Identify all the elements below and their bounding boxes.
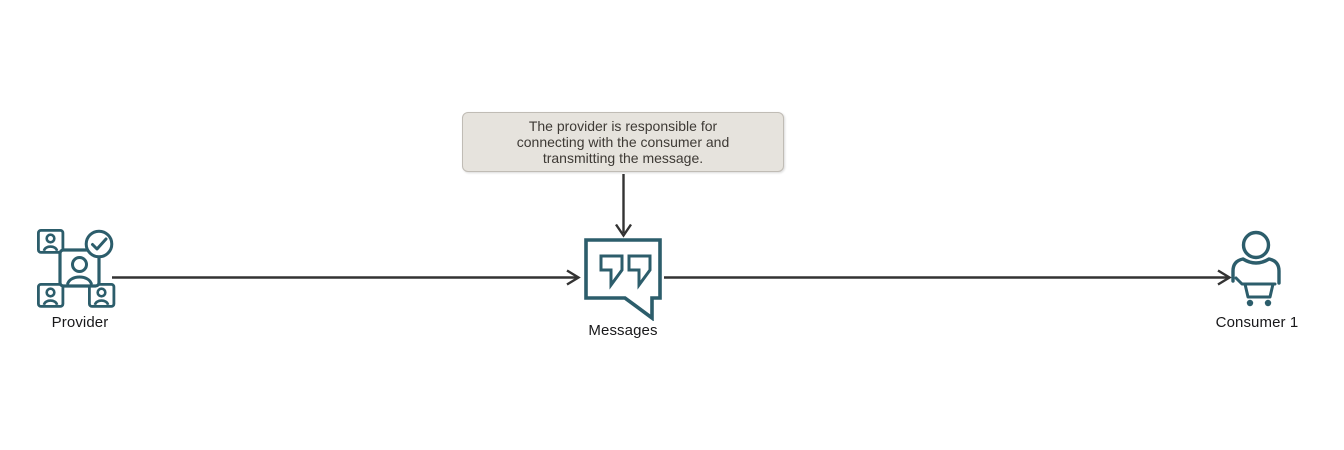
arrow-callout-to-messages — [615, 174, 632, 238]
quote-mark-icon — [599, 254, 624, 290]
consumer-icon — [1231, 230, 1281, 307]
messages-icon — [584, 238, 662, 321]
callout-text-line: transmitting the message. — [542, 150, 704, 166]
callout-note: The provider is responsible for connecti… — [462, 112, 784, 172]
quote-mark-icon — [627, 254, 652, 290]
check-circle-icon — [84, 229, 114, 259]
consumer-label: Consumer 1 — [1215, 314, 1299, 331]
callout-text-line: The provider is responsible for — [528, 118, 718, 134]
member-badge-icon — [37, 228, 65, 254]
messages-label: Messages — [588, 322, 658, 339]
shopping-cart-icon — [1234, 276, 1277, 307]
provider-icon — [37, 228, 116, 308]
arrow-provider-to-messages — [112, 269, 581, 286]
person-icon — [1231, 230, 1281, 285]
provider-label: Provider — [51, 314, 109, 331]
member-badge-icon — [88, 282, 116, 308]
speech-bubble-icon — [584, 238, 662, 321]
member-badge-icon — [37, 282, 65, 308]
lead-person-badge-icon — [58, 248, 101, 288]
callout-text-line: connecting with the consumer and — [516, 134, 730, 150]
arrow-messages-to-consumer — [664, 269, 1232, 286]
